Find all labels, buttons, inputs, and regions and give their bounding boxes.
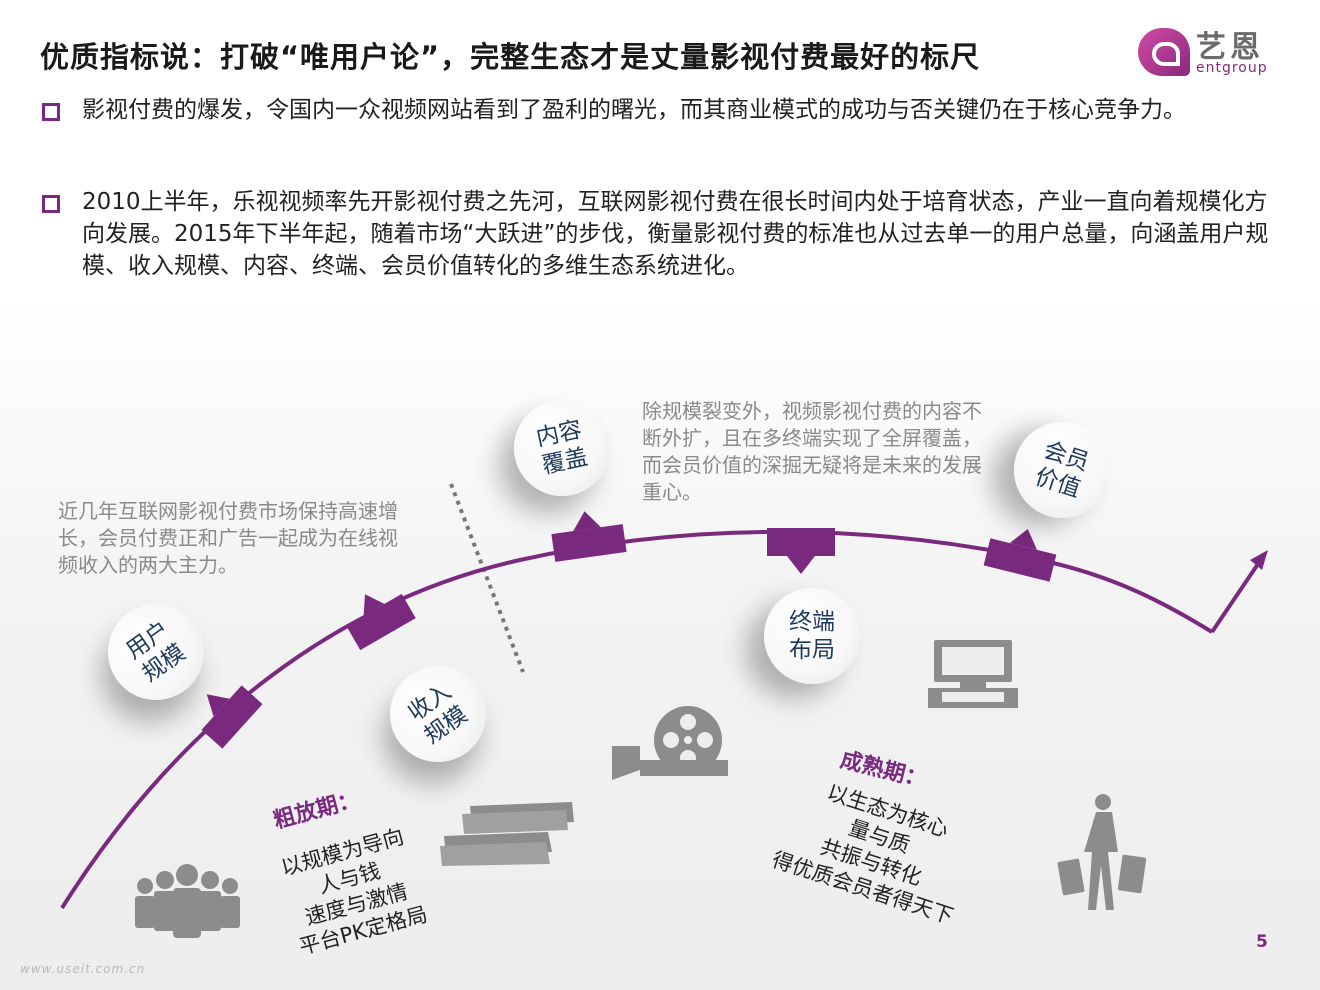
bullet-square-icon [42,195,60,213]
logo-cn-text: 艺恩 [1196,30,1264,65]
bullet-square-icon [42,103,60,121]
curve-marker-user [201,685,263,749]
logo-en-text: entgroup [1196,60,1268,76]
circle-member-value-label: 会员价值 [1031,437,1093,503]
bullet-1-text: 影视付费的爆发，令国内一众视频网站看到了盈利的曙光，而其商业模式的成功与否关键仍… [82,97,1186,123]
growth-arrow-line [1210,556,1264,634]
note-left: 近几年互联网影视付费市场保持高速增长，会员付费正和广告一起成为在线视频收入的两大… [58,499,398,577]
tv-icon [928,640,1018,708]
curve-marker-terminal [767,528,835,574]
circle-content-coverage-label: 内容覆盖 [533,416,591,480]
growth-arrow-head-icon [1250,550,1268,570]
note-right: 除规模裂变外，视频影视付费的内容不断外扩，且在多终端实现了全屏覆盖，而会员价值的… [642,399,982,504]
bullet-1: 影视付费的爆发，令国内一众视频网站看到了盈利的曙光，而其商业模式的成功与否关键仍… [42,94,1282,126]
circle-terminal-layout: 终端布局 [764,588,860,684]
shopper-icon [1057,794,1147,910]
phase-divider [449,483,525,673]
page-title: 优质指标说：打破“唯用户论”，完整生态才是丈量影视付费最好的标尺 [40,40,981,74]
people-icon [135,864,240,938]
watermark: www.useit.com.cn [20,962,146,976]
curve-marker-revenue [346,593,416,651]
circle-revenue-scale-label: 收入规模 [403,678,473,750]
money-icon [440,802,574,866]
page-number: 5 [1256,932,1268,952]
curve-marker-content [551,511,627,562]
logo-mark-icon [1138,28,1190,76]
bullet-2-text: 2010上半年，乐视视频率先开影视付费之先河，互联网影视付费在很长时间内处于培育… [82,189,1269,279]
circle-terminal-layout-label: 终端布局 [789,609,835,663]
curve-marker-member [983,528,1057,582]
entgroup-logo: 艺恩 entgroup [1138,22,1288,84]
film-reel-icon [612,706,728,780]
bullet-2: 2010上半年，乐视视频率先开影视付费之先河，互联网影视付费在很长时间内处于培育… [42,186,1282,282]
circle-user-scale-label: 用户规模 [121,616,191,688]
